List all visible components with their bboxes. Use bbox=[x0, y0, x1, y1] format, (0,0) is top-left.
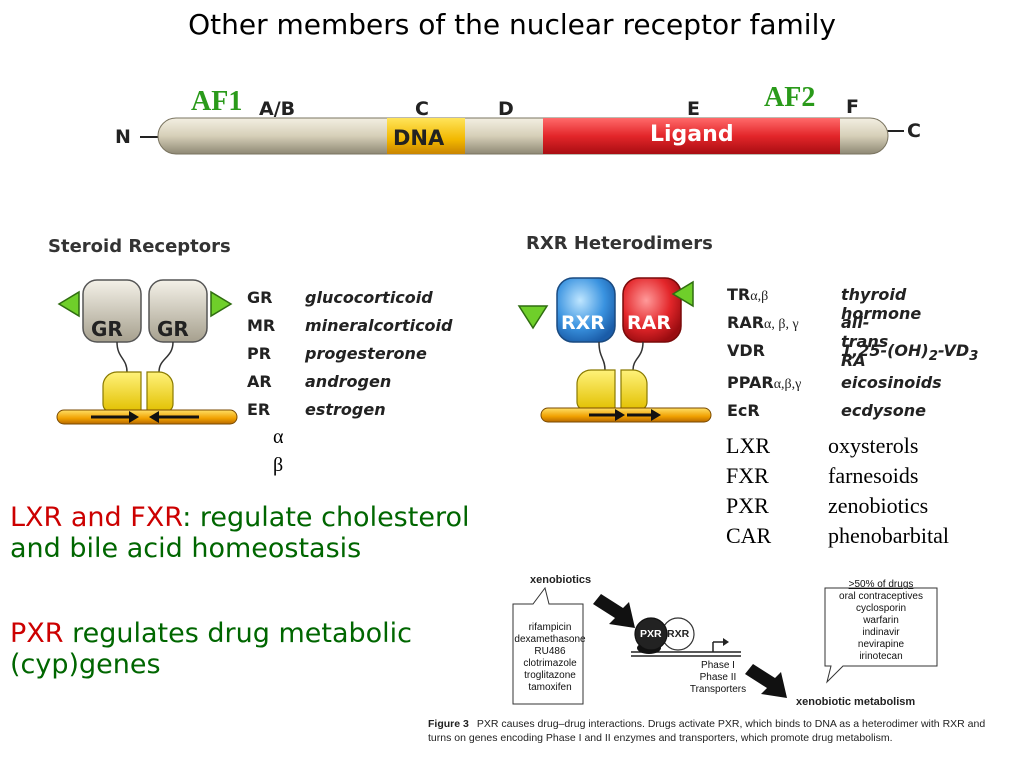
extra-ligand: phenobarbital bbox=[828, 523, 949, 548]
rxr-ligand: all-trans RA bbox=[841, 313, 889, 370]
extra-ligand: oxysterols bbox=[828, 433, 919, 458]
extra-receptor: PXR bbox=[726, 493, 769, 518]
af1-label: AF1 bbox=[191, 86, 243, 117]
pxr-node-label: PXR bbox=[640, 628, 662, 640]
extra-ligand: farnesoids bbox=[828, 463, 919, 488]
steroid-receptor: PR bbox=[247, 344, 272, 363]
rxr-label: RXR bbox=[561, 312, 605, 334]
rxr-heading: RXR Heterodimers bbox=[526, 233, 713, 254]
note-lxr-fxr: LXR and FXR: regulate cholesterol and bi… bbox=[10, 502, 470, 564]
rxr-ligand: thyroid hormone bbox=[841, 285, 922, 323]
steroid-receptor: GR bbox=[247, 288, 273, 307]
domain-d-label: D bbox=[498, 98, 514, 120]
metabolism-label: xenobiotic metabolism bbox=[796, 696, 916, 708]
drug-list-left: rifampicin dexamethasone RU486 clotrimaz… bbox=[514, 622, 586, 693]
steroid-ligand: androgen bbox=[305, 372, 392, 391]
domain-f-label: F bbox=[846, 96, 859, 118]
er-alpha: α bbox=[273, 426, 284, 448]
rxr-heterodimer-graphic bbox=[517, 277, 712, 423]
ligand-label: Ligand bbox=[650, 122, 734, 147]
note-pxr: PXR regulates drug metabolic (cyp)genes bbox=[10, 618, 413, 680]
extra-receptor: FXR bbox=[726, 463, 769, 488]
steroid-ligand: estrogen bbox=[305, 400, 386, 419]
rar-label: RAR bbox=[627, 312, 671, 334]
dna-label: DNA bbox=[393, 126, 445, 150]
steroid-heading: Steroid Receptors bbox=[48, 236, 231, 257]
n-terminus-label: N bbox=[115, 126, 131, 148]
extra-receptor: LXR bbox=[726, 433, 770, 458]
rxr-receptor: EcR bbox=[727, 401, 760, 420]
rxr-ligand: 1,25-(OH)2-VD3 bbox=[841, 341, 979, 365]
gr-homodimer-graphic bbox=[56, 279, 238, 425]
rxr-ligand: ecdysone bbox=[841, 401, 926, 420]
domain-e-label: E bbox=[687, 98, 700, 120]
c-terminus-label: C bbox=[907, 120, 921, 142]
steroid-receptor: MR bbox=[247, 316, 276, 335]
rxr-receptor: RARα, β, γ bbox=[727, 313, 799, 332]
steroid-ligand: glucocorticoid bbox=[305, 288, 433, 307]
steroid-ligand: progesterone bbox=[305, 344, 427, 363]
extra-receptor: CAR bbox=[726, 523, 772, 548]
extra-ligand: zenobiotics bbox=[828, 493, 929, 518]
drug-list-right: >50% of drugs oral contraceptives cyclos… bbox=[839, 579, 923, 662]
steroid-ligand: mineralcorticoid bbox=[305, 316, 453, 335]
dna-domain bbox=[387, 118, 465, 154]
note-pxr-highlight: PXR bbox=[10, 618, 64, 649]
rxr-receptor: TRα,β bbox=[727, 285, 769, 304]
steroid-receptor: ER bbox=[247, 400, 271, 419]
domain-ab-label: A/B bbox=[259, 98, 296, 120]
domain-c-label: C bbox=[415, 98, 429, 120]
pxr-figure-graphic bbox=[512, 586, 938, 705]
page-title: Other members of the nuclear receptor fa… bbox=[188, 8, 836, 41]
rxr-receptor: PPARα,β,γ bbox=[727, 373, 802, 392]
phase-list: Phase I Phase II Transporters bbox=[689, 660, 747, 695]
gr-right-label: GR bbox=[157, 317, 189, 341]
xenobiotics-label: xenobiotics bbox=[530, 574, 592, 586]
ligand-domain bbox=[543, 118, 840, 154]
af2-label: AF2 bbox=[764, 82, 816, 113]
er-beta: β bbox=[273, 454, 284, 476]
rxr-ligand: eicosinoids bbox=[841, 373, 942, 392]
gr-left-label: GR bbox=[91, 317, 123, 341]
steroid-receptor: AR bbox=[247, 372, 272, 391]
rxr-receptor: VDR bbox=[727, 341, 765, 360]
note-lxr-fxr-highlight: LXR and FXR bbox=[10, 502, 183, 533]
domain-bar-graphic bbox=[140, 117, 904, 155]
rxr-node-label: RXR bbox=[667, 628, 690, 640]
